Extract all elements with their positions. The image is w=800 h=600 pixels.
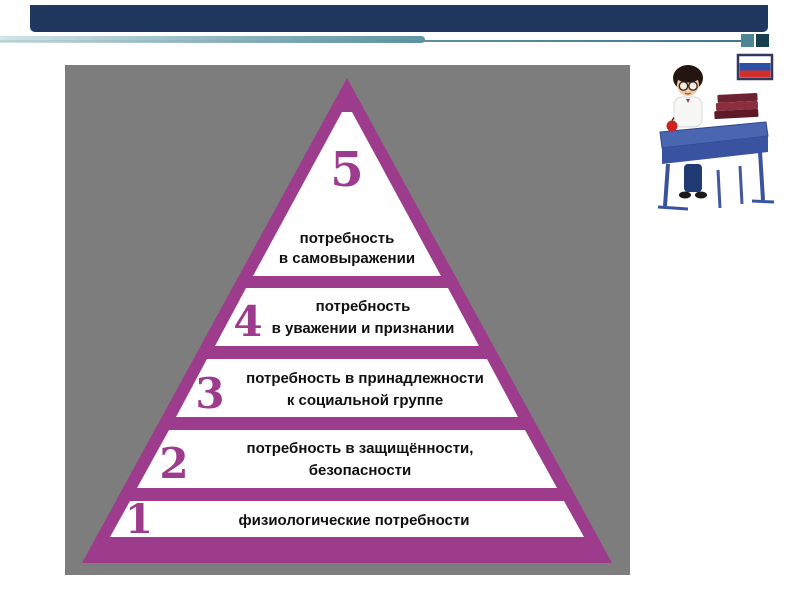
schoolboy-illustration <box>648 52 778 232</box>
boy-figure <box>673 65 707 199</box>
level-2-label: безопасности <box>309 462 412 479</box>
level-5-band <box>253 112 441 276</box>
level-4-label: потребность <box>316 298 411 315</box>
level-5-label: потребность <box>300 230 395 247</box>
level-2-number: 2 <box>159 439 188 488</box>
level-2-label: потребность в защищённости, <box>247 440 474 457</box>
level-4-label: в уважении и признании <box>272 320 455 337</box>
pyramid-panel: 5 потребность в самовыражении 4 потребно… <box>65 65 630 575</box>
schoolboy-illustration-svg <box>657 53 775 211</box>
level-1-band <box>110 501 584 537</box>
accent-square-dark <box>756 34 769 47</box>
header-bar <box>30 5 768 32</box>
accent-line-thin <box>0 40 744 42</box>
level-3-band <box>176 359 518 417</box>
level-4-band <box>215 288 479 346</box>
books-icon <box>714 92 759 120</box>
accent-square-teal <box>741 34 754 47</box>
accent-line-thick <box>0 36 425 43</box>
maslow-pyramid-diagram: 5 потребность в самовыражении 4 потребно… <box>82 78 612 563</box>
level-2-band <box>137 430 557 488</box>
level-5-number: 5 <box>330 142 363 198</box>
level-1-label: физиологические потребности <box>239 512 470 529</box>
level-4-number: 4 <box>233 297 262 346</box>
apple-icon <box>666 117 678 132</box>
level-3-number: 3 <box>195 369 224 418</box>
school-desk <box>657 121 775 211</box>
russian-flag-icon <box>736 53 774 81</box>
level-3-label: к социальной группе <box>287 392 443 409</box>
level-1-number: 1 <box>125 496 153 543</box>
glasses-icon <box>678 81 698 91</box>
chair-legs <box>716 165 744 209</box>
level-5-label: в самовыражении <box>279 250 415 267</box>
level-3-label: потребность в принадлежности <box>246 370 484 387</box>
